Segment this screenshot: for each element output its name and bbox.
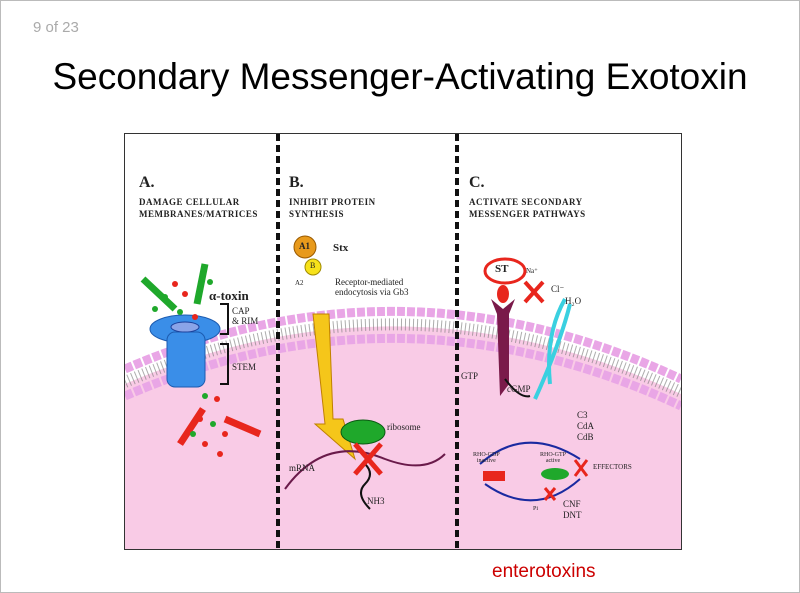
water-arrow [547,298,567,385]
caption-line: DAMAGE CELLULAR [139,197,240,207]
receptor-line: endocytosis via Gb3 [335,287,409,297]
caption-line: MEMBRANES/MATRICES [139,209,258,219]
ions [152,279,228,457]
enterotoxins-caption: enterotoxins [492,561,596,582]
chloride-arrow [533,303,572,400]
ribosome-label: ribosome [387,422,421,432]
na-label: Na⁺ [526,267,538,275]
panel-c-label: C. [469,174,485,191]
panel-a-label: A. [139,174,155,191]
slide-title: Secondary Messenger-Activating Exotoxin [52,56,748,97]
toxin-name: C3 [577,410,588,420]
a1-subunit [293,235,317,259]
toxin-name: CNF [563,499,581,509]
alpha-toxin-label: α-toxin [209,288,249,303]
rim-label: & RIM [232,316,259,326]
rho-line: inactive [476,458,496,464]
st-toxin [497,285,509,303]
mrna-label: mRNA [289,463,316,473]
toxin-name: DNT [563,510,582,520]
rho-line: active [545,458,561,464]
stem-bracket [220,343,229,385]
caption-line: MESSENGER PATHWAYS [469,209,586,219]
cap-bracket [220,303,229,335]
caption-line: INHIBIT PROTEIN [289,197,376,207]
effector-block-x-icon [573,459,589,477]
ribosome-shape [340,419,386,445]
red-arrow [223,415,262,438]
blocked-channel-x-icon [523,280,545,304]
green-arrow [193,263,209,305]
inhibition-x-icon [353,442,383,476]
diagram-graphics [125,134,681,549]
exotoxin-diagram: A. DAMAGE CELLULAR MEMBRANES/MATRICES α-t… [124,133,682,550]
rho-gdp-inactive [483,471,505,481]
gtp-label: GTP [461,371,479,381]
b-label: B [310,261,316,270]
slide-counter: 9 of 23 [33,19,79,36]
guanylate-cyclase-receptor [491,299,515,396]
rho-line: RHO-GDP [473,452,500,458]
red-arrow [177,407,206,446]
b-subunit [304,258,322,276]
cgmp-label: cGMP [507,384,531,394]
h2o-label: H₂O [565,296,582,306]
st-circle [483,257,527,285]
effectors-label: EFFECTORS [593,463,632,471]
a2-label: A2 [295,279,304,287]
mrna-strand [284,450,446,490]
pi-label: Pi [533,506,539,512]
toxin-name: CdB [577,432,594,442]
a1-label: A1 [299,241,310,251]
panel-b-label: B. [289,174,304,191]
panel-a-caption: DAMAGE CELLULAR MEMBRANES/MATRICES [139,196,258,220]
rho-line: RHO-GTP [540,452,567,458]
cl-label: Cl⁻ [551,284,565,294]
cgmp-arrow [504,378,531,398]
rho-gtp-active [541,468,569,480]
st-label: ST [495,263,509,275]
panel-b-caption: INHIBIT PROTEIN SYNTHESIS [289,196,376,220]
stx-label: Stx [333,242,349,254]
receptor-line: Receptor-mediated [335,277,404,287]
caption-line: ACTIVATE SECONDARY [469,197,583,207]
toxin-name: CdA [577,421,595,431]
cap-label: CAP [232,306,250,316]
cnf-block-x-icon [543,487,557,501]
rho-cycle-bottom [484,478,581,502]
caption-line: SYNTHESIS [289,209,345,219]
green-arrow [140,276,178,312]
stem-label: STEM [232,362,257,372]
alpha-toxin-pore [149,314,221,388]
nh3-label: NH3 [367,496,385,506]
rho-cycle-top [479,441,581,465]
panel-c-caption: ACTIVATE SECONDARY MESSENGER PATHWAYS [469,196,586,220]
peptide-chain [360,463,371,510]
